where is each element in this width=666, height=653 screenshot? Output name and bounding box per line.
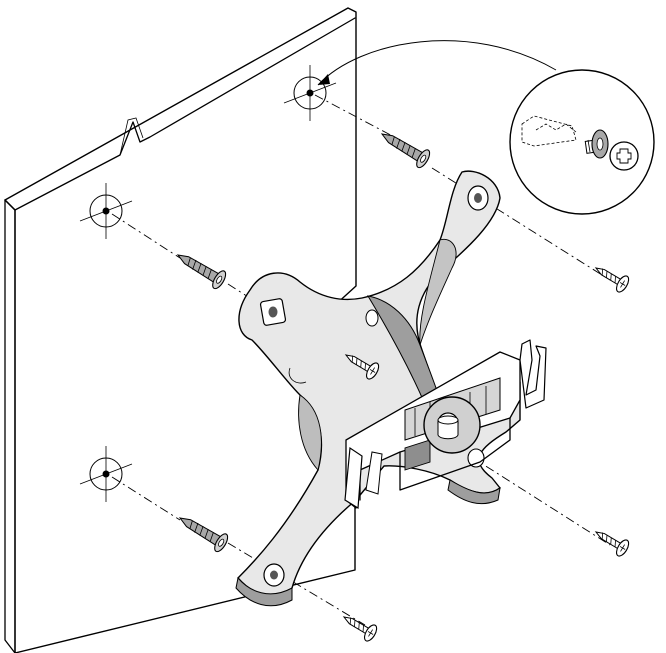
mounting-bracket [235, 170, 547, 607]
screw-detail-magnifier [317, 40, 655, 215]
callout-leader-line [317, 40, 557, 86]
screw-bottom [338, 608, 380, 644]
screw-top-right [590, 259, 632, 295]
screw-lower-right [590, 523, 632, 559]
detail-circle [509, 69, 655, 215]
